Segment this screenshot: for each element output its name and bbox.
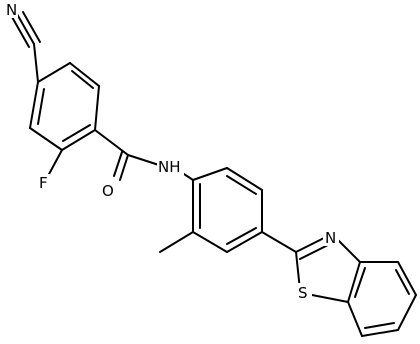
benzo-bond-4 [361,329,399,337]
benzo-bond-4-inner [364,322,395,329]
benzo-fusion-inner [354,267,366,298]
ringB-bond-4-inner [226,227,257,245]
ringB-bond-4 [226,231,263,253]
methyl-bond [159,231,194,253]
ringB-bond-1 [192,167,228,181]
benzo-bond-2 [397,261,417,296]
ringA-bond-6 [29,81,39,129]
benzo-bond-2-inner [395,269,410,295]
biaryl-bond [261,231,297,253]
ringA-bond-4 [61,129,96,151]
co-double-1 [119,154,129,181]
ringB-bond-5 [192,231,228,253]
ringB-bond-2 [226,167,263,191]
ringB-bond-2-inner [226,175,257,195]
nitrile-nitrogen-label: N [6,1,17,19]
thiazole-cn-double-2 [299,244,329,260]
benzo-bond-5 [347,301,363,337]
amide-nh-label: NH [158,158,181,176]
ringA-bond-3 [94,85,100,131]
fluorine-bond [47,149,63,177]
thiazole-nitrogen-label: N [325,229,336,247]
nitrile-bond-2 [22,11,41,43]
carbonyl-bond [94,129,129,156]
thiazole-fusion [347,261,361,303]
thiazole-cn-double-1 [295,237,325,253]
thiazole-n-c [337,239,361,263]
co-double-2 [113,151,123,177]
ringA-bond-2 [69,62,100,87]
nitrile-carbon-bond [33,43,39,83]
ringA-bond-6-inner [37,88,45,125]
carbonyl-oxygen-label: O [102,182,114,200]
ringA-bond-4-inner [62,124,91,142]
amide-bond [127,154,163,167]
ringA-bond-5 [29,127,63,151]
ringA-bond-1 [37,62,71,83]
benzo-bond-3 [397,294,417,331]
thiazole-sulfur-label: S [298,284,308,302]
ringA-bond-2-inner [71,70,94,89]
thiazole-s-c [311,294,349,303]
nitrile-bond-3 [11,16,30,48]
fluorine-label: F [39,174,48,192]
nitrile-bond-1 [16,13,35,45]
